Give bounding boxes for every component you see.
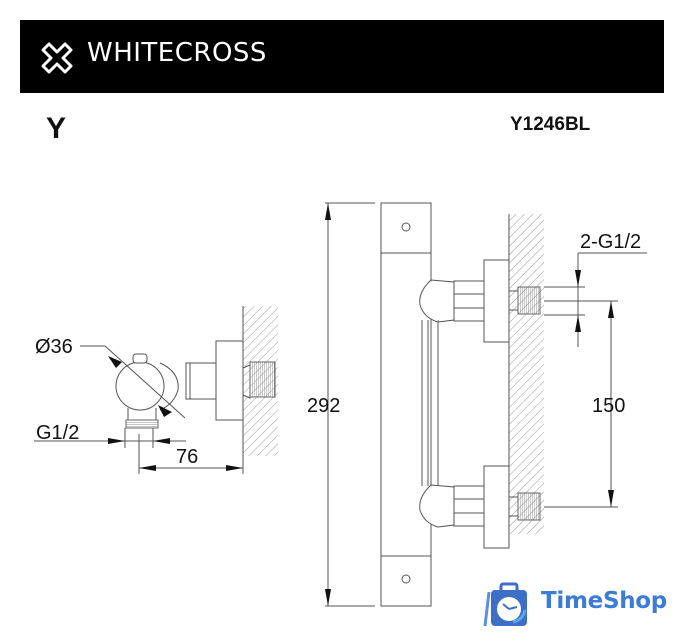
cross-outline-icon xyxy=(41,42,73,74)
series-letter: Y xyxy=(46,112,67,145)
inlet-spacing-label: 150 xyxy=(592,395,625,417)
watermark-text: TimeShop xyxy=(541,588,667,614)
thread-label: G1/2 xyxy=(36,422,79,444)
height-label: 292 xyxy=(307,395,340,417)
brand-header-bar: WHITECROSS xyxy=(20,20,664,93)
side-view xyxy=(34,306,278,474)
brand-name: WHITECROSS xyxy=(87,38,267,68)
depth-label: 76 xyxy=(176,446,198,468)
model-code: Y1246BL xyxy=(510,114,591,135)
timeshop-watermark: TimeShop xyxy=(483,582,673,630)
inlet-thread-label: 2-G1/2 xyxy=(580,231,641,253)
clock-bag-icon xyxy=(483,582,527,627)
front-view xyxy=(325,202,647,607)
diameter-label: Ø36 xyxy=(35,336,73,358)
